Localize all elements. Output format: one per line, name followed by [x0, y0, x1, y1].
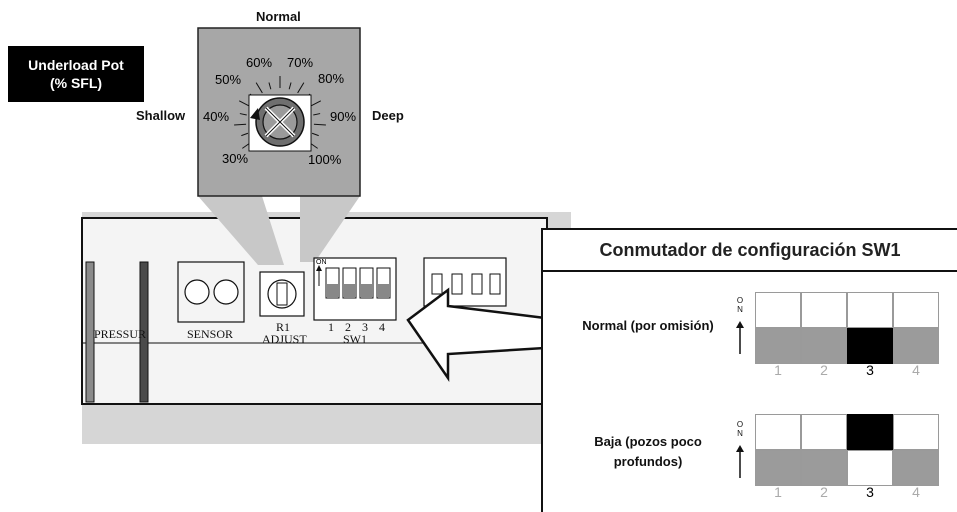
- switch-3-on-cell: [847, 414, 893, 450]
- switch-2-on-cell: [801, 292, 847, 328]
- sensor-label: SENSOR: [187, 327, 234, 341]
- switch-2-off-cell: [801, 328, 847, 364]
- column-number-1: 1: [774, 484, 782, 500]
- switch-4-off-cell: [893, 450, 939, 486]
- underload-pot-unit: (% SFL): [49, 75, 103, 91]
- pot-tick: [297, 82, 305, 94]
- switch-2-off-cell: [801, 450, 847, 486]
- sw1-num-3: 3: [362, 320, 368, 334]
- sw1-num-2: 2: [345, 320, 351, 334]
- scale-60: 60%: [246, 55, 273, 70]
- underload-pot-label: Underload Pot (% SFL): [8, 46, 144, 102]
- column-number-4: 4: [912, 484, 920, 500]
- sw1-board-label: SW1: [343, 332, 367, 346]
- switch-3-on-cell: [847, 292, 893, 328]
- pot-tick: [255, 82, 263, 94]
- up-arrow-icon: [736, 321, 744, 354]
- switch-1-on-cell: [755, 414, 801, 450]
- column-number-4: 4: [912, 362, 920, 378]
- switch-4-off-cell: [893, 328, 939, 364]
- underload-pot-title: Underload Pot: [28, 57, 124, 73]
- pot-deep-label: Deep: [372, 108, 404, 123]
- sw1-config-title: Conmutador de configuración SW1: [541, 228, 957, 272]
- sw1-switch-slots: [325, 267, 391, 299]
- pot-tick: [241, 132, 249, 137]
- scale-90: 90%: [330, 109, 357, 124]
- scale-80: 80%: [318, 71, 345, 86]
- pot-tick: [268, 82, 272, 90]
- column-number-3: 3: [866, 362, 874, 378]
- scale-40: 40%: [203, 109, 230, 124]
- pot-tick: [238, 100, 251, 107]
- row-normal-label: Normal (por omisión): [582, 318, 714, 333]
- scale-30: 30%: [222, 151, 249, 166]
- switch-1-on-cell: [755, 292, 801, 328]
- pot-tick: [288, 82, 292, 90]
- column-number-2: 2: [820, 484, 828, 500]
- pot-tick: [309, 100, 322, 107]
- scale-70: 70%: [287, 55, 314, 70]
- r1-label: R1: [276, 320, 291, 334]
- column-number-3: 3: [866, 484, 874, 500]
- pot-tick: [313, 123, 326, 126]
- pot-tick: [239, 113, 247, 116]
- row-normal-switch-grid: [755, 292, 939, 364]
- pot-tick: [234, 123, 247, 126]
- switch-3-off-cell: [847, 328, 893, 364]
- switch-4-on-cell: [893, 414, 939, 450]
- sw1-num-4: 4: [379, 320, 385, 334]
- pressure-label: PRESSUR: [94, 327, 147, 341]
- scale-50: 50%: [215, 72, 242, 87]
- pot-normal-label: Normal: [256, 9, 301, 24]
- pot-shallow-label: Shallow: [136, 108, 186, 123]
- switch-1-off-cell: [755, 450, 801, 486]
- sw1-on-label: ON: [316, 259, 327, 266]
- up-arrow-icon-2: [736, 445, 744, 478]
- adjust-label: ADJUST: [262, 332, 307, 346]
- column-number-2: 2: [820, 362, 828, 378]
- switch-4-on-cell: [893, 292, 939, 328]
- row-baja-switch-grid: [755, 414, 939, 486]
- zoom-wedge-left: [198, 196, 284, 265]
- pot-tick: [313, 113, 321, 116]
- switch-2-on-cell: [801, 414, 847, 450]
- zoom-wedge-right: [300, 196, 360, 262]
- pot-tick: [311, 132, 319, 137]
- column-number-1: 1: [774, 362, 782, 378]
- sw1-num-1: 1: [328, 320, 334, 334]
- scale-100: 100%: [308, 152, 342, 167]
- switch-3-off-cell: [847, 450, 893, 486]
- pot-pointer: [250, 108, 260, 120]
- switch-1-off-cell: [755, 328, 801, 364]
